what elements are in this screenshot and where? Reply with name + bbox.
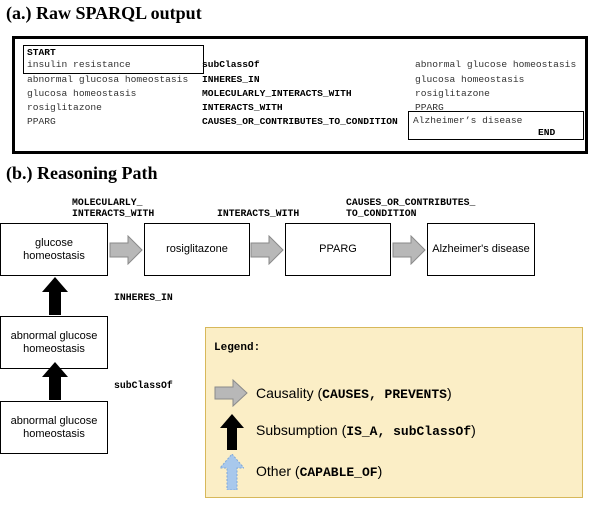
- causality-arrow-3: [392, 235, 426, 265]
- node-alzheimers-disease: Alzheimer's disease: [427, 223, 535, 276]
- legend-causality: Causality (CAUSES, PREVENTS): [256, 385, 452, 402]
- black-arrow-icon: [220, 414, 244, 450]
- causality-arrow-2: [250, 235, 284, 265]
- sparql-col2-row5: CAUSES_OR_CONTRIBUTES_TO_CONDITION: [202, 116, 398, 127]
- end-label: END: [538, 127, 556, 138]
- node-pparg: PPARG: [285, 223, 391, 276]
- sparql-col1-row2: abnormal glucosa homeostasis: [27, 74, 189, 85]
- sparql-col2-row2: INHERES_IN: [202, 74, 260, 85]
- start-label: START: [27, 47, 56, 58]
- subsumption-arrow-2: [42, 362, 68, 400]
- causality-arrow-1: [109, 235, 143, 265]
- blue-arrow-icon: [220, 454, 244, 490]
- sparql-col3-row4: PPARG: [415, 102, 444, 113]
- legend-causality-close: ): [446, 385, 452, 401]
- sparql-col2-row4: INTERACTS_WITH: [202, 102, 283, 113]
- node-glucose-homeostasis: glucose homeostasis: [0, 223, 108, 276]
- legend-other-close: ): [377, 463, 383, 479]
- legend-other: Other (CAPABLE_OF): [256, 463, 382, 480]
- legend-subsumption-text: Subsumption (: [256, 422, 347, 438]
- node-rosiglitazone: rosiglitazone: [144, 223, 250, 276]
- subsumption-arrow-1: [42, 277, 68, 315]
- sparql-col3-row2: glucosa homeostasis: [415, 74, 525, 85]
- legend-title: Legend:: [214, 342, 261, 354]
- legend-causality-text: Causality (: [256, 385, 323, 401]
- start-box: [23, 45, 204, 74]
- sparql-col1-row3: glucosa homeostasis: [27, 88, 137, 99]
- relation-causes-or-contributes: CAUSES_OR_CONTRIBUTES_ TO_CONDITION: [346, 197, 476, 219]
- legend-other-text: Other (: [256, 463, 300, 479]
- legend-causality-code: CAUSES, PREVENTS: [322, 387, 447, 402]
- end-box: [408, 111, 584, 140]
- sparql-col1-row4: rosiglitazone: [27, 102, 102, 113]
- relation-interacts-with: INTERACTS_WITH: [217, 208, 300, 219]
- sparql-col1-row1: insulin resistance: [27, 59, 131, 70]
- legend-panel: Legend: Causality (CAUSES, PREVENTS) Sub…: [205, 327, 583, 498]
- relation-molecularly-interacts-with: MOLECULARLY_ INTERACTS_WITH: [72, 197, 155, 219]
- section-b-title: (b.) Reasoning Path: [6, 163, 158, 183]
- relation-inheres-in: INHERES_IN: [114, 292, 173, 303]
- sparql-col3-row5: Alzheimer’s disease: [413, 115, 523, 126]
- gray-arrow-icon: [214, 379, 248, 407]
- section-a-title: (a.) Raw SPARQL output: [6, 3, 202, 23]
- node-abnormal-glucose-homeostasis-upper: abnormal glucose homeostasis: [0, 316, 108, 369]
- sparql-col2-row1: subClassOf: [202, 59, 260, 70]
- legend-subsumption-close: ): [471, 422, 476, 438]
- sparql-output-panel: START insulin resistance abnormal glucos…: [12, 36, 588, 154]
- sparql-col2-row3: MOLECULARLY_INTERACTS_WITH: [202, 88, 352, 99]
- node-abnormal-glucose-homeostasis-lower: abnormal glucose homeostasis: [0, 401, 108, 454]
- sparql-col1-row5: PPARG: [27, 116, 56, 127]
- sparql-col3-row1: abnormal glucose homeostasis: [415, 59, 577, 70]
- legend-other-code: CAPABLE_OF: [299, 465, 378, 480]
- relation-subclassof: subClassOf: [114, 380, 173, 391]
- legend-subsumption-code: IS_A, subClassOf: [346, 424, 472, 439]
- legend-subsumption: Subsumption (IS_A, subClassOf): [256, 422, 476, 439]
- sparql-col3-row3: rosiglitazone: [415, 88, 490, 99]
